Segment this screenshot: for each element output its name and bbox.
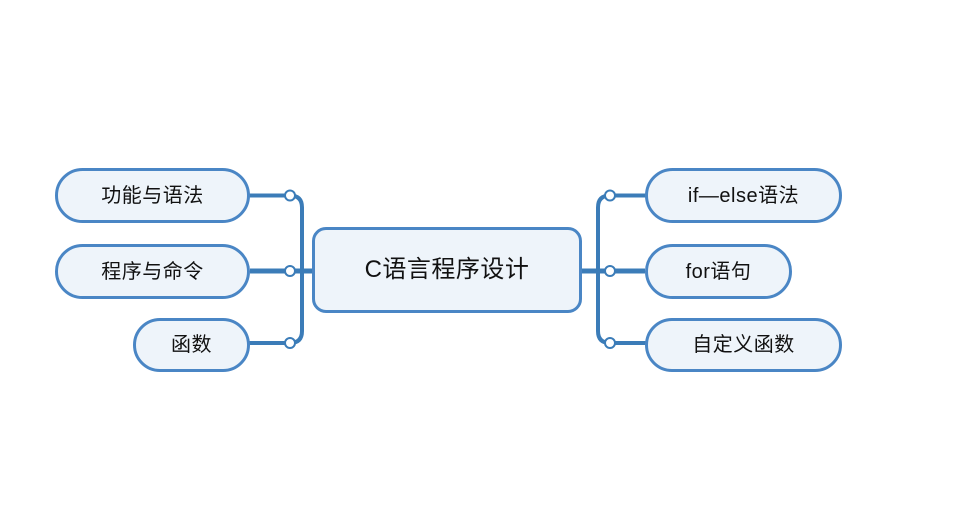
left-junction-dot-1 bbox=[284, 189, 296, 202]
right-node-2-label: for语句 bbox=[685, 260, 752, 283]
left-node-3-label: 函数 bbox=[171, 334, 212, 356]
right-junction-dot-1 bbox=[604, 189, 616, 202]
right-node-2[interactable]: for语句 bbox=[645, 244, 792, 299]
right-node-1-label: if—else语法 bbox=[687, 184, 800, 207]
central-node-label: C语言程序设计 bbox=[364, 255, 530, 283]
central-node[interactable]: C语言程序设计 bbox=[312, 227, 582, 313]
right-junction-dot-2 bbox=[604, 265, 616, 277]
left-node-2-label: 程序与命令 bbox=[101, 260, 204, 283]
left-spine-path bbox=[248, 193, 304, 345]
left-junction-dot-2 bbox=[284, 265, 296, 277]
left-junction-dot-3 bbox=[284, 337, 296, 349]
left-node-3[interactable]: 函数 bbox=[133, 318, 250, 372]
left-node-2[interactable]: 程序与命令 bbox=[55, 244, 250, 299]
right-node-3[interactable]: 自定义函数 bbox=[645, 318, 842, 372]
right-node-1[interactable]: if—else语法 bbox=[645, 168, 842, 223]
left-node-1[interactable]: 功能与语法 bbox=[55, 168, 250, 223]
right-node-3-label: 自定义函数 bbox=[692, 334, 795, 356]
left-node-1-label: 功能与语法 bbox=[101, 184, 204, 207]
right-spine-path bbox=[596, 193, 647, 345]
right-junction-dot-3 bbox=[604, 337, 616, 349]
